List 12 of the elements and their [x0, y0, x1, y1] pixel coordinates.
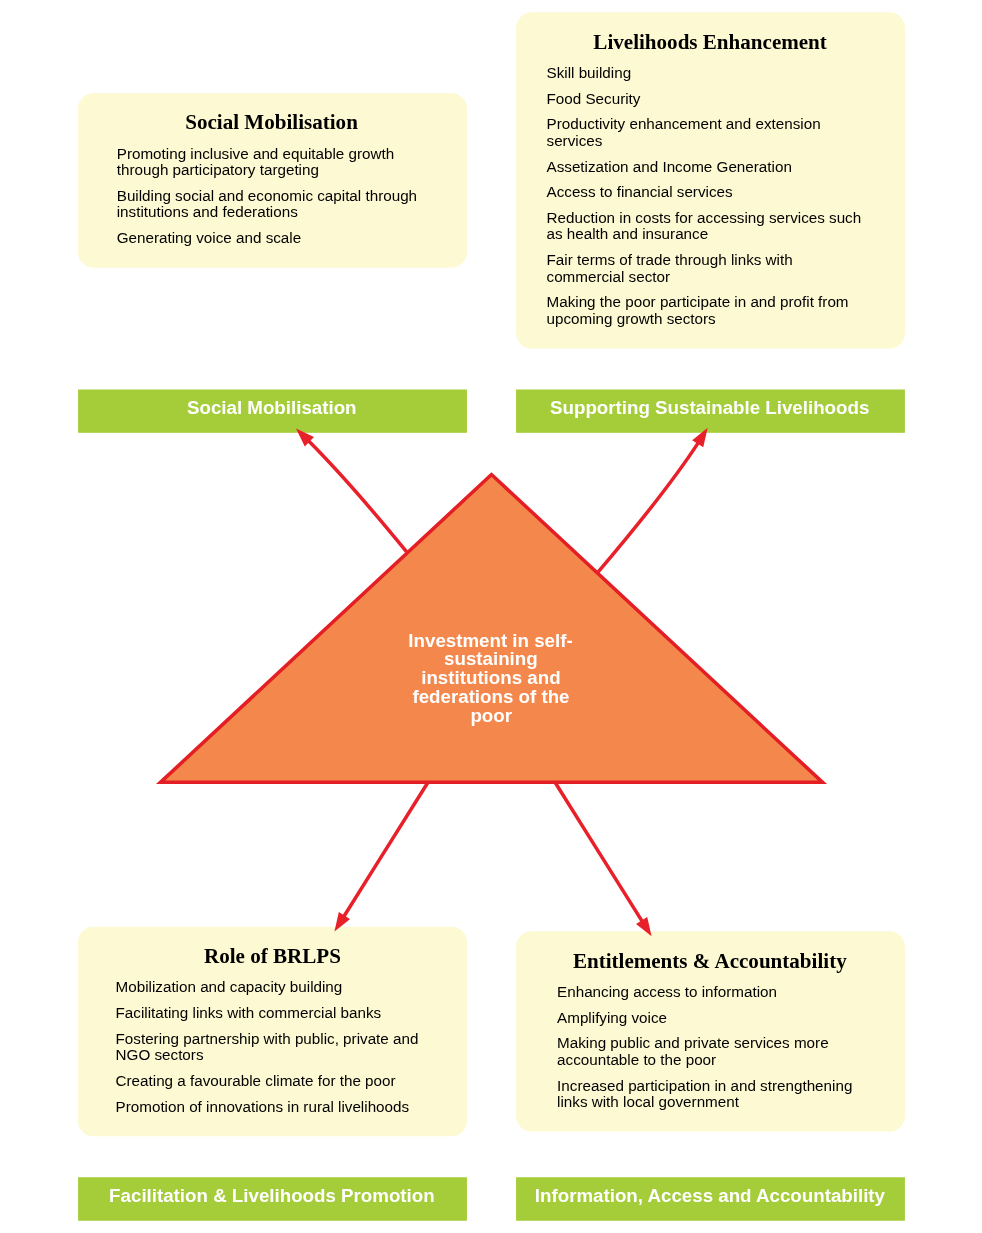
arrow	[553, 781, 652, 937]
arrow	[295, 428, 409, 554]
arrow	[333, 781, 429, 932]
node-box: Social Mobilisation Promoting inclusive and equitable growth through participatory targeting Building social and economic capital through institutions and federations Generating voice and scale	[77, 93, 467, 268]
node-box: Livelihoods Enhancement Skill building Food Security Productivity enhancement and extension services Assetization and Income Generation Access to financial services Reduction in costs for accessing services such as health and insurance Fair terms of trade through links with commercial sector Making the poor participate in and profit from upcoming growth sectors	[515, 12, 905, 349]
node-box: Facilitation & Livelihoods Promotion	[77, 1177, 467, 1221]
node-box: Social Mobilisation	[77, 389, 467, 433]
node-box: Entitlements & Accountability Enhancing access to information Amplifying voice Making public and private services more accountable to the poor Increased participation in and strengthening links with local government	[515, 931, 905, 1132]
node-box: Supporting Sustainable Livelihoods	[515, 389, 905, 433]
arrow	[595, 427, 708, 574]
node-box: Information, Access and Accountability	[515, 1177, 905, 1221]
node-box: Role of BRLPS Mobilization and capacity building Facilitating links with commercial banks Fostering partnership with public, private and NGO sectors Creating a favourable climate for the poor Promotion of innovations in rural livelihoods	[77, 926, 467, 1137]
